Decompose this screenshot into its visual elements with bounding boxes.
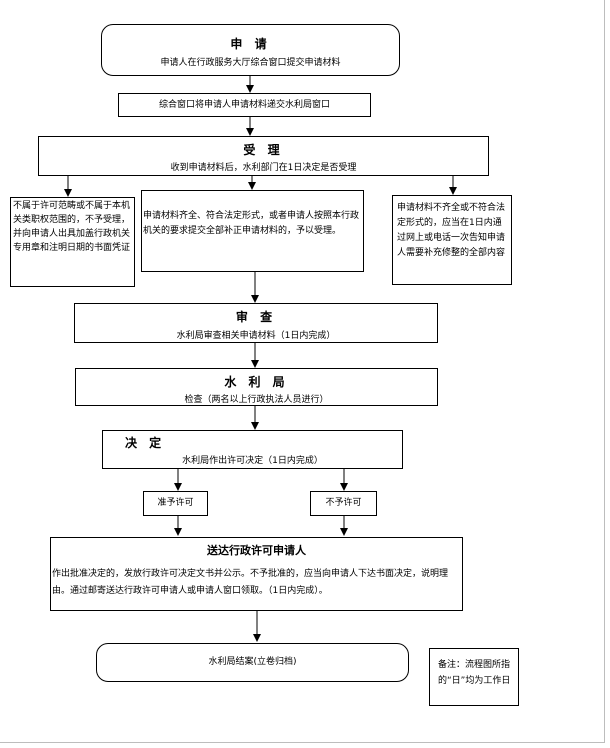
apply-text: 申请人在行政服务大厅综合窗口提交申请材料 bbox=[160, 58, 341, 68]
archive-text: 水利局结案(立卷归档) bbox=[208, 657, 297, 667]
deny-node: 不予许可 bbox=[310, 491, 377, 516]
apply-node: 申 请 申请人在行政服务大厅综合窗口提交申请材料 bbox=[101, 24, 400, 76]
deliver-node: 送达行政许可申请人 作出批准决定的，发放行政许可决定文书并公示。不予批准的，应当… bbox=[50, 537, 463, 611]
review-title: 审 查 bbox=[235, 310, 277, 324]
complete-text: 申请材料齐全、符合法定形式，或者申请人按照本行政机关的要求提交全部补正申请材料的… bbox=[143, 211, 360, 236]
incomplete-text: 申请材料不齐全或不符合法定形式的，应当在1日内通过网上或电话一次告知申请人需要补… bbox=[397, 203, 506, 258]
decision-title: 决 定 bbox=[125, 436, 166, 450]
reject-scope-node: 不属于许可范畴或不属于本机关类职权范围的，不予受理，并向申请人出具加盖行政机关专… bbox=[10, 197, 135, 287]
reject-scope-text: 不属于许可范畴或不属于本机关类职权范围的，不予受理，并向申请人出具加盖行政机关专… bbox=[13, 201, 131, 253]
accept-text: 收到申请材料后，水利部门在1日决定是否受理 bbox=[170, 163, 357, 173]
decision-node: 决 定 水利局作出许可决定（1日内完成） bbox=[102, 430, 403, 469]
deny-text: 不予许可 bbox=[325, 498, 362, 508]
incomplete-node: 申请材料不齐全或不符合法定形式的，应当在1日内通过网上或电话一次告知申请人需要补… bbox=[392, 195, 512, 285]
complete-node: 申请材料齐全、符合法定形式，或者申请人按照本行政机关的要求提交全部补正申请材料的… bbox=[141, 190, 364, 272]
accept-node: 受 理 收到申请材料后，水利部门在1日决定是否受理 bbox=[38, 136, 489, 176]
note-text: 备注：流程图所指的“日”均为工作日 bbox=[438, 660, 511, 686]
review-node: 审 查 水利局审查相关申请材料（1日内完成） bbox=[74, 303, 438, 343]
apply-title: 申 请 bbox=[230, 37, 271, 51]
bureau-text: 检查（两名以上行政执法人员进行） bbox=[184, 395, 329, 405]
deliver-title: 送达行政许可申请人 bbox=[207, 544, 306, 557]
accept-title: 受 理 bbox=[243, 143, 284, 157]
archive-node: 水利局结案(立卷归档) bbox=[96, 643, 409, 682]
note-box: 备注：流程图所指的“日”均为工作日 bbox=[429, 648, 519, 706]
bureau-node: 水 利 局 检查（两名以上行政执法人员进行） bbox=[75, 368, 438, 406]
approve-node: 准予许可 bbox=[143, 491, 208, 516]
deliver-text: 作出批准决定的，发放行政许可决定文书并公示。不予批准的，应当向申请人下达书面决定… bbox=[52, 569, 449, 596]
transfer-text: 综合窗口将申请人申请材料递交水利局窗口 bbox=[158, 100, 330, 110]
bureau-title: 水 利 局 bbox=[224, 375, 289, 389]
decision-text: 水利局作出许可决定（1日内完成） bbox=[182, 456, 323, 466]
transfer-node: 综合窗口将申请人申请材料递交水利局窗口 bbox=[118, 93, 371, 117]
review-text: 水利局审查相关申请材料（1日内完成） bbox=[176, 331, 336, 341]
approve-text: 准予许可 bbox=[157, 498, 194, 508]
